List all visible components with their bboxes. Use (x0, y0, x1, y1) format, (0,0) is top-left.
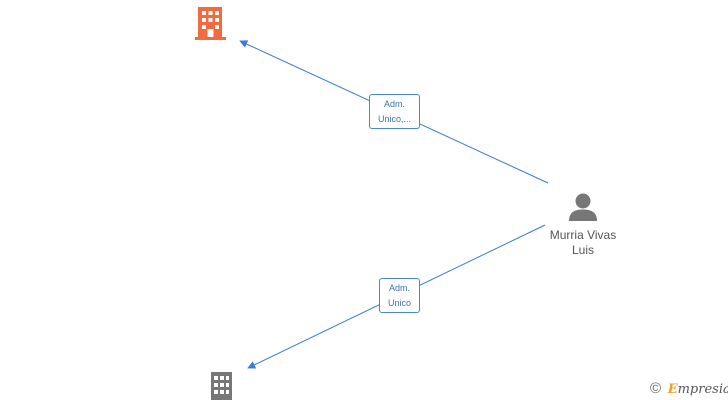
brand-rest: mpresia (677, 382, 728, 397)
person-name-line: Murria Vivas (549, 228, 617, 242)
building-icon[interactable] (195, 7, 226, 40)
edge-label-line: Unico (387, 298, 411, 308)
edge-label-line: Unico,... (377, 114, 411, 124)
person-name-line: Luis (571, 243, 594, 257)
person-icon[interactable] (569, 193, 597, 222)
building-icon[interactable] (211, 372, 232, 400)
brand-initial: E (667, 382, 678, 397)
edge-label-bottom[interactable]: Adm. Unico (379, 278, 420, 313)
edge-label-top[interactable]: Adm. Unico,... (369, 94, 420, 129)
edge-label-line: Adm. (383, 99, 405, 109)
brand-name: Empresia (668, 382, 728, 397)
brand-watermark: © Empresia (650, 380, 728, 398)
edge-label-line: Adm. (388, 283, 410, 293)
person-name[interactable]: Murria Vivas Luis (538, 228, 628, 258)
copyright-icon: © (650, 380, 662, 397)
